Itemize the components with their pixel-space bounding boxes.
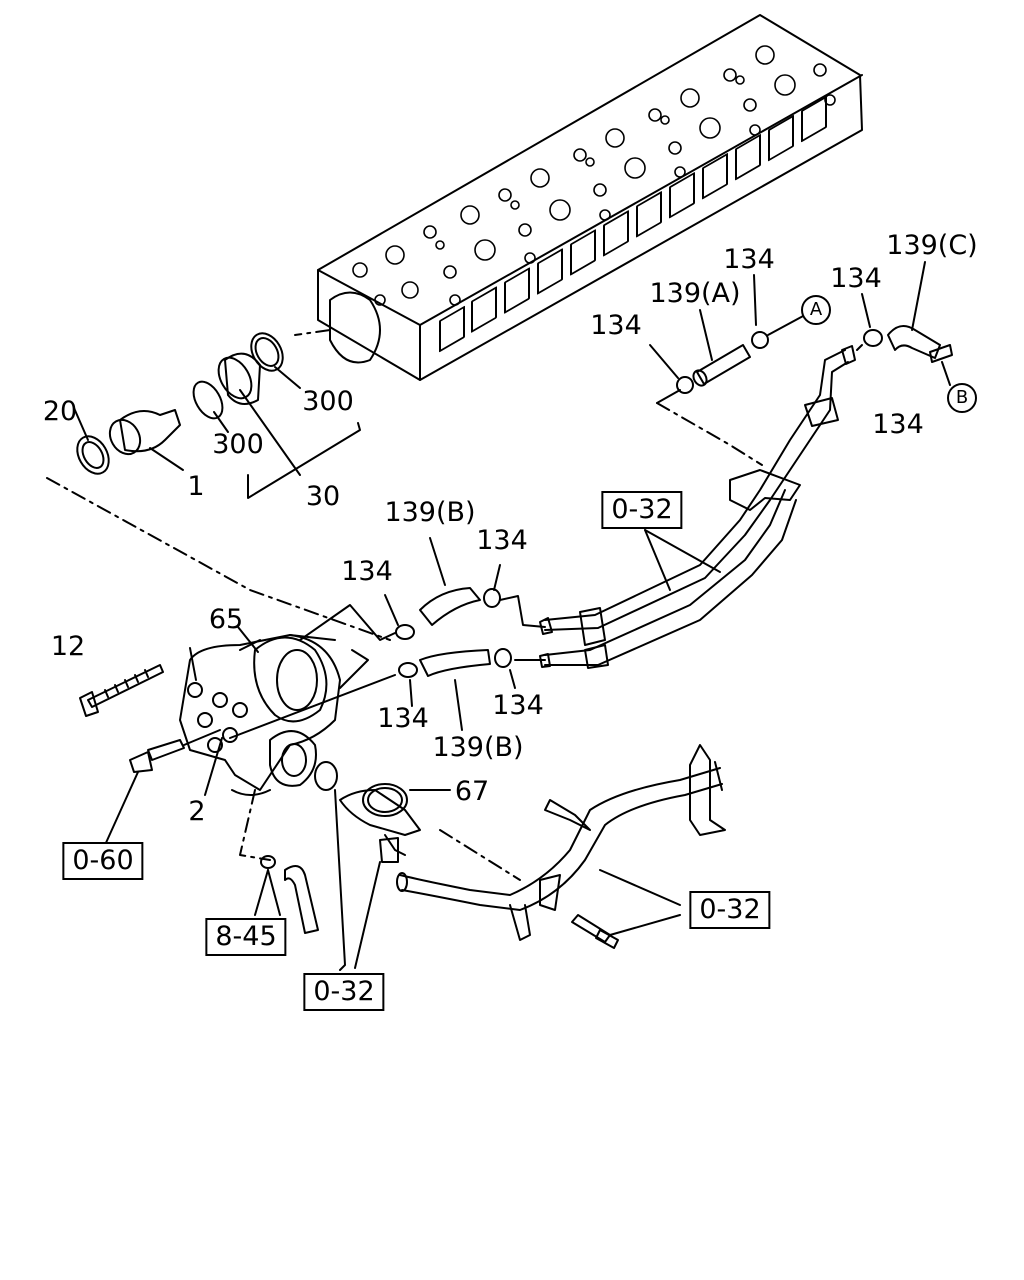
label-134-g: 134 (377, 703, 429, 734)
label-134-e: 134 (476, 525, 528, 556)
heater-hoses (649, 261, 953, 394)
label-139c: 139(C) (886, 230, 978, 261)
label-1: 1 (187, 471, 205, 502)
cylinder-head (294, 14, 863, 381)
label-65: 65 (208, 604, 244, 635)
label-134-f: 134 (341, 556, 393, 587)
label-30: 30 (305, 481, 341, 512)
ref-box-0-32-right[interactable]: 0-32 (689, 891, 771, 929)
label-67: 67 (454, 776, 490, 807)
marker-a: A (801, 295, 831, 325)
label-139b-top: 139(B) (384, 497, 476, 528)
label-20: 20 (42, 396, 78, 427)
label-134-h: 134 (492, 690, 544, 721)
label-134-a: 134 (590, 310, 642, 341)
ref-box-0-60[interactable]: 0-60 (62, 842, 144, 880)
label-134-b: 134 (723, 244, 775, 275)
water-pipe-lower (314, 744, 726, 971)
ref-box-0-32-bottom[interactable]: 0-32 (303, 973, 385, 1011)
head-side-ports (439, 95, 827, 353)
label-12: 12 (50, 631, 86, 662)
label-139b-bottom: 139(B) (432, 732, 524, 763)
head-top-holes (352, 45, 836, 306)
bypass-hoses (229, 537, 546, 739)
label-2: 2 (188, 796, 206, 827)
marker-b: B (947, 383, 977, 413)
drain-hose (254, 855, 319, 934)
label-134-d: 134 (872, 409, 924, 440)
water-pipe-upper (539, 345, 856, 669)
ref-box-0-32-top[interactable]: 0-32 (601, 491, 683, 529)
thermostat-housing (79, 604, 396, 861)
thermostat-parts (46, 332, 391, 641)
label-300-left: 300 (212, 429, 264, 460)
label-300-right: 300 (302, 386, 354, 417)
label-134-c: 134 (830, 263, 882, 294)
label-139a: 139(A) (649, 278, 741, 309)
ref-box-8-45[interactable]: 8-45 (205, 918, 287, 956)
